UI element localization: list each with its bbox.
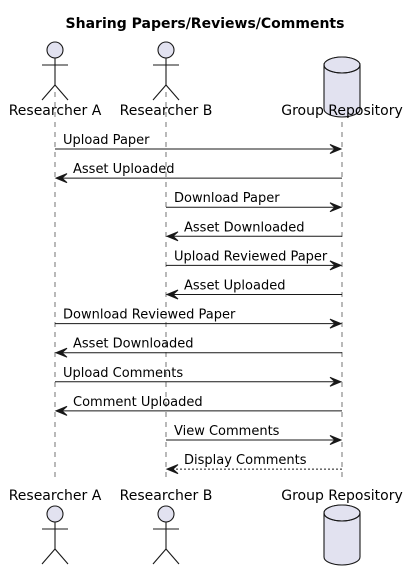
message-4: Asset Downloaded (165, 220, 342, 242)
participant-top-researcher-b: Researcher B (120, 41, 213, 119)
arrowhead (54, 173, 68, 184)
actor-icon (152, 41, 180, 101)
message-label: Display Comments (184, 453, 307, 468)
message-label: Asset Uploaded (73, 162, 174, 177)
participant-label: Group Repository (281, 488, 403, 504)
participant-label: Researcher B (120, 103, 213, 119)
message-label: Asset Uploaded (184, 279, 285, 294)
participant-label: Researcher A (9, 103, 102, 119)
participant-bottom-group-repository: Group Repository (281, 488, 403, 566)
arrowhead (54, 405, 68, 416)
message-6: Asset Uploaded (165, 279, 342, 300)
arrowhead (165, 464, 179, 475)
participant-top-group-repository: Group Repository (281, 56, 403, 119)
message-12: Display Comments (165, 453, 342, 475)
message-label: Upload Comments (63, 366, 183, 381)
participant-top-researcher-a: Researcher A (9, 41, 102, 119)
participant-label: Researcher B (120, 488, 213, 504)
participant-bottom-researcher-b: Researcher B (120, 488, 213, 565)
message-label: Upload Reviewed Paper (174, 249, 328, 264)
participant-label: Group Repository (281, 103, 403, 119)
lifelines (54, 92, 343, 480)
participant-heads-bottom: Researcher A Researcher B Group Repository (9, 488, 403, 566)
arrowhead (165, 289, 179, 300)
arrowhead (165, 231, 179, 242)
message-2: Asset Uploaded (54, 162, 342, 184)
message-1: Upload Paper (55, 133, 343, 154)
message-5: Upload Reviewed Paper (166, 249, 343, 271)
arrowhead (329, 376, 343, 387)
arrowhead (329, 144, 343, 154)
message-3: Download Paper (166, 191, 343, 213)
message-label: Upload Paper (63, 133, 150, 148)
actor-icon (152, 505, 180, 565)
participant-label: Researcher A (9, 488, 102, 504)
actor-icon (41, 505, 69, 565)
message-11: View Comments (166, 424, 343, 445)
diagram-title: Sharing Papers/Reviews/Comments (66, 16, 345, 32)
message-label: Asset Downloaded (184, 220, 305, 235)
arrowhead (329, 260, 343, 271)
message-10: Comment Uploaded (54, 395, 342, 416)
database-icon (323, 56, 361, 118)
actor-icon (41, 41, 69, 101)
message-label: View Comments (174, 424, 280, 439)
message-label: Download Paper (174, 191, 280, 206)
arrowhead (54, 347, 68, 358)
message-label: Asset Downloaded (73, 337, 194, 352)
participant-bottom-researcher-a: Researcher A (9, 488, 102, 565)
message-label: Download Reviewed Paper (63, 308, 236, 323)
message-9: Upload Comments (55, 366, 343, 387)
arrowhead (329, 435, 343, 445)
message-7: Download Reviewed Paper (55, 308, 343, 329)
arrowhead (329, 318, 343, 329)
arrowhead (329, 202, 343, 213)
message-label: Comment Uploaded (73, 395, 203, 410)
message-8: Asset Downloaded (54, 337, 342, 358)
participant-heads-top: Researcher A Researcher B Group Repository (9, 41, 403, 119)
database-icon (323, 504, 361, 566)
